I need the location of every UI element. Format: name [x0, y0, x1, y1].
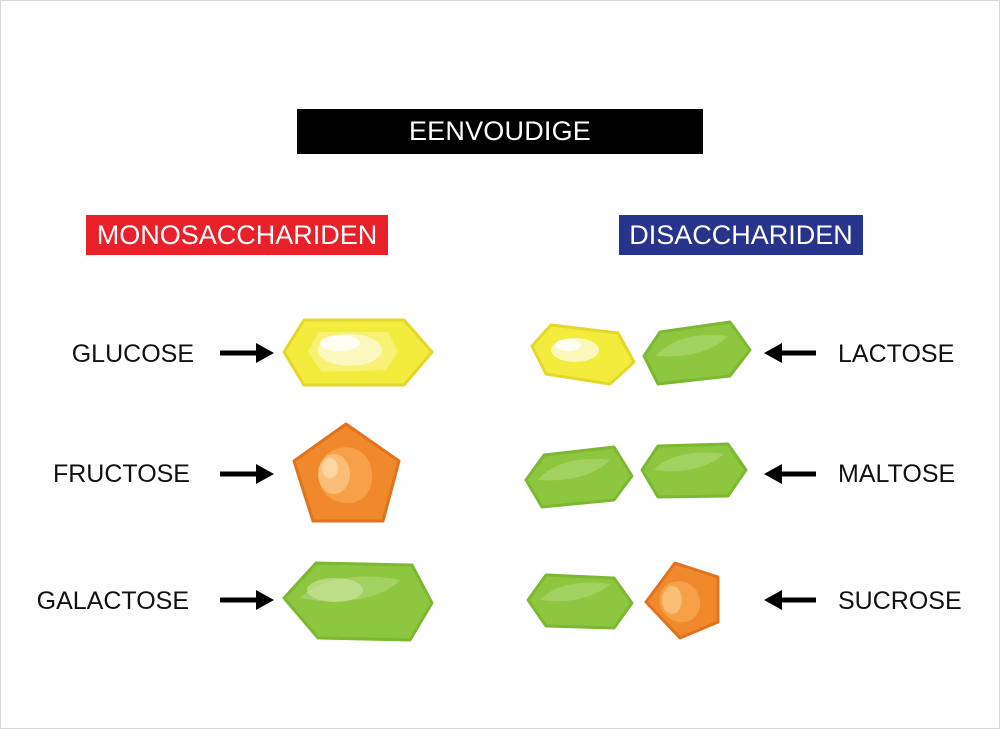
arrow-galactose — [220, 590, 274, 610]
lactose-galactose-unit — [642, 320, 752, 386]
galactose-molecule — [282, 561, 434, 642]
maltose-glucose-unit-1 — [524, 445, 634, 509]
arrow-fructose — [220, 464, 274, 484]
maltose-molecule — [524, 442, 748, 509]
label-galactose: GALACTOSE — [36, 587, 189, 615]
sucrose-fructose-unit — [644, 561, 720, 640]
glucose-molecule — [282, 318, 434, 387]
label-fructose: FRUCTOSE — [52, 460, 190, 488]
sucrose-glucose-unit — [526, 573, 634, 630]
maltose-glucose-unit-2 — [640, 442, 748, 499]
label-maltose: MALTOSE — [838, 460, 956, 488]
lactose-glucose-unit — [530, 323, 636, 386]
arrow-maltose — [764, 464, 816, 484]
lactose-molecule — [530, 320, 752, 386]
label-lactose: LACTOSE — [838, 340, 955, 368]
label-sucrose: SUCROSE — [838, 587, 962, 615]
diagram-title: EENVOUDIGE KOOLHYDRATEN — [297, 109, 703, 191]
sucrose-molecule — [526, 561, 720, 640]
category-disaccharides: DISACCHARIDEN — [619, 215, 863, 255]
category-monosaccharides: MONOSACCHARIDEN — [86, 215, 388, 255]
arrow-glucose — [220, 343, 274, 363]
fructose-molecule — [292, 422, 401, 523]
arrow-sucrose — [764, 590, 816, 610]
label-glucose: GLUCOSE — [71, 340, 194, 368]
arrow-lactose — [764, 343, 816, 363]
